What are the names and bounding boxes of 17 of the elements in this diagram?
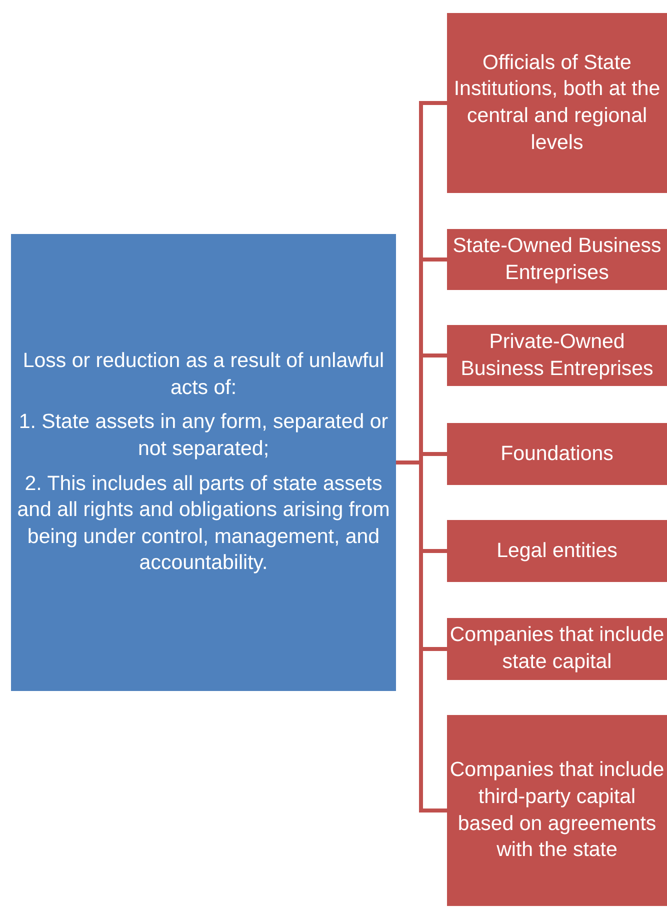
box-text: Companies that include third-party capital based on agreements with the state xyxy=(449,757,665,864)
box-text: Legal entities xyxy=(496,538,618,564)
category-box xyxy=(447,423,667,485)
box-text: Private-Owned Business Entreprises xyxy=(460,328,654,382)
category-box xyxy=(447,520,667,582)
box-text: Companies that include state capital xyxy=(449,622,665,675)
box-text: 2. This includes all parts of state assets and all rights and obligations arising from being under control, management, and accountability. xyxy=(16,470,391,576)
category-box xyxy=(447,715,667,906)
box-text: 1. State assets in any form, separated or not separated; xyxy=(18,409,390,462)
description-box xyxy=(11,234,396,691)
box-text: Foundations xyxy=(500,440,614,467)
box-text: Loss or reduction as a result of unlawful acts of: xyxy=(22,348,386,401)
box-text: Officials of State Institutions, both at the central and regional levels xyxy=(452,50,662,156)
category-box xyxy=(447,13,667,193)
category-box xyxy=(447,325,667,386)
box-text: State-Owned Business Entreprises xyxy=(452,232,662,286)
connector-line xyxy=(396,460,447,812)
